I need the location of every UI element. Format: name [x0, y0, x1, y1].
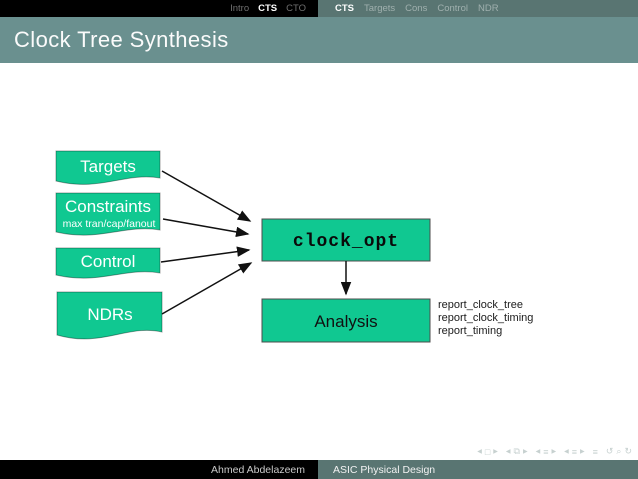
flag-constraints	[55, 192, 161, 236]
next-subsection-icon[interactable]: ▶	[551, 449, 557, 455]
course-title: ASIC Physical Design	[333, 463, 436, 476]
prev-section-icon[interactable]: ◀	[564, 449, 569, 455]
next-section-icon[interactable]: ▶	[579, 449, 585, 455]
report-clock-timing-text: report_clock_timing	[438, 312, 533, 324]
presentation-end-icon[interactable]: ≡	[592, 446, 598, 457]
report-clock-tree-text: report_clock_tree	[438, 299, 523, 311]
title-bar: Clock Tree Synthesis	[0, 17, 638, 63]
arrow-control-to-clockopt	[160, 246, 251, 263]
nav-section-cto[interactable]: CTO	[286, 3, 306, 14]
arrow-ndrs-to-clockopt	[161, 262, 253, 315]
flag-constraints-label: Constraints	[65, 197, 151, 216]
nav-subsection-cts[interactable]: CTS	[335, 3, 354, 14]
section-nav: Intro CTS CTO	[0, 0, 318, 17]
flag-control-label: Control	[81, 252, 136, 271]
flag-ndrs-label: NDRs	[87, 305, 132, 324]
footer-bar: Ahmed Abdelazeem ASIC Physical Design	[0, 460, 638, 479]
beamer-navigation-bar: ◀ □ ▶ ◀ ⧉ ▶ ◀ ≡ ▶ ◀ ≡ ▶ ≡ ↺ ⌕ ↻	[477, 446, 632, 457]
nav-section-cts[interactable]: CTS	[258, 3, 278, 14]
report-timing-text: report_timing	[438, 325, 502, 337]
flag-constraints-sublabel: max tran/cap/fanout	[63, 218, 156, 230]
forward-icon[interactable]: ↻	[624, 446, 632, 456]
prev-subsection-icon[interactable]: ◀	[535, 449, 541, 455]
back-icon[interactable]: ↺	[605, 446, 614, 456]
footer-course-section: ASIC Physical Design	[318, 460, 638, 479]
analysis-label: Analysis	[314, 312, 377, 331]
nav-subsection-control[interactable]: Control	[437, 3, 468, 14]
arrow-constraints-to-clockopt	[162, 218, 250, 238]
flag-control	[55, 247, 161, 279]
find-icon[interactable]: ⌕	[616, 446, 622, 456]
frame-icon[interactable]: ⧉	[513, 446, 520, 456]
flag-targets-label: Targets	[80, 157, 136, 176]
author-name: Ahmed Abdelazeem	[211, 463, 305, 476]
slide-icon[interactable]: □	[484, 446, 491, 457]
top-navigation-bar: Intro CTS CTO CTS Targets Cons Control N…	[0, 0, 638, 17]
nav-section-intro[interactable]: Intro	[230, 3, 250, 14]
slide-title: Clock Tree Synthesis	[14, 27, 229, 52]
flag-targets	[55, 150, 161, 185]
nav-subsection-ndr[interactable]: NDR	[477, 3, 499, 14]
nav-subsection-cons[interactable]: Cons	[405, 3, 428, 14]
subsection-nav: CTS Targets Cons Control NDR	[318, 0, 638, 17]
clock-opt-label: clock_opt	[293, 232, 399, 252]
flag-ndrs	[56, 291, 163, 340]
subsection-icon[interactable]: ≡	[543, 446, 549, 457]
arrow-targets-to-clockopt	[161, 170, 252, 222]
nav-subsection-targets[interactable]: Targets	[364, 3, 396, 14]
next-frame-icon[interactable]: ▶	[522, 449, 528, 455]
analysis-box	[261, 298, 431, 343]
prev-slide-icon[interactable]: ◀	[477, 449, 482, 455]
prev-frame-icon[interactable]: ◀	[505, 449, 511, 455]
next-slide-icon[interactable]: ▶	[493, 449, 498, 455]
clock-opt-box	[261, 218, 431, 262]
section-icon[interactable]: ≡	[571, 446, 577, 457]
footer-author-section: Ahmed Abdelazeem	[0, 460, 318, 479]
